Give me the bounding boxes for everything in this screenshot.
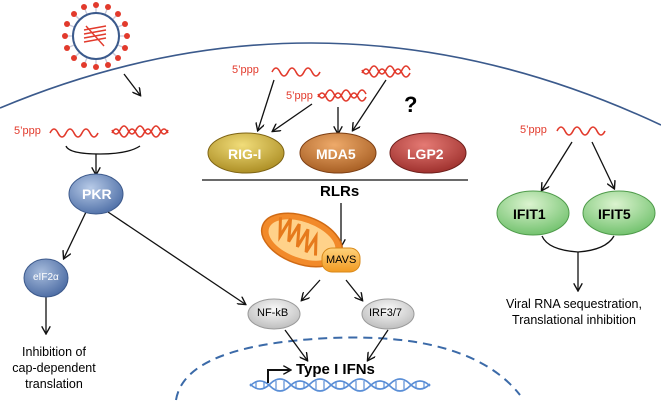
mitochondrion-icon [260, 212, 344, 268]
arrow-ss-ifit1 [542, 141, 573, 190]
cell-membrane [0, 42, 661, 126]
irf37-node [361, 298, 415, 330]
arrow-ds-rigi [273, 103, 313, 131]
ssrna-left [49, 128, 99, 138]
five-ppp-label-rlr-top: 5’ppp [232, 64, 259, 76]
ifit-output-bracket [541, 235, 615, 253]
dsrna-left-b [111, 125, 169, 135]
dsrna-rlr-right-b [361, 65, 411, 75]
pkr-node [68, 173, 124, 215]
inhibition-text: Inhibition of cap-dependent translation [2, 344, 106, 392]
dna-icon [249, 378, 431, 392]
nfkb-label: NF-kB [257, 307, 289, 319]
ifit5-node [582, 190, 656, 236]
arrow-ds-right-mda5 [353, 79, 387, 130]
rig-i-label: RIG-I [228, 146, 262, 162]
nuclear-membrane [175, 336, 521, 401]
dsrna-rlr-mid-a [317, 92, 367, 102]
viral-outcome-text: Viral RNA sequestration, Translational i… [492, 296, 656, 328]
inhibition-line-2: cap-dependent [12, 361, 96, 375]
virus-icon [62, 2, 130, 70]
arrow-ss-ifit5 [591, 141, 614, 188]
arrow-pkr-eif2a [64, 211, 87, 258]
rlrs-label: RLRs [320, 183, 360, 200]
ifit1-node [496, 190, 570, 236]
transcription-start-arrow [267, 370, 290, 383]
pkr-input-bracket [65, 145, 141, 155]
five-ppp-label-left: 5’ppp [14, 125, 41, 137]
eif2a-node [23, 258, 69, 298]
ssrna-ifit [556, 126, 606, 136]
dsrna-rlr-mid-b [317, 89, 367, 99]
ifit5-label: IFIT5 [598, 206, 631, 222]
ifit1-label: IFIT1 [513, 206, 546, 222]
arrow-virus-entry [123, 73, 140, 95]
mavs-node [321, 247, 361, 273]
arrow-ss-rigi [258, 79, 275, 130]
mda5-node [299, 132, 377, 174]
dsrna-left-a [111, 128, 169, 138]
lgp2-label: LGP2 [407, 146, 444, 162]
arrow-nfkb-ifn [284, 329, 307, 360]
five-ppp-label-ifit: 5’ppp [520, 124, 547, 136]
lgp2-question-mark: ? [404, 92, 418, 117]
arrow-mavs-nfkb [302, 279, 321, 300]
dsrna-rlr-right-a [361, 68, 411, 78]
viral-line-1: Viral RNA sequestration, [506, 297, 642, 311]
eif2a-label: eIF2α [33, 272, 59, 283]
pkr-label: PKR [82, 186, 112, 202]
ssrna-rlr-top [271, 67, 321, 77]
inhibition-line-1: Inhibition of [22, 345, 86, 359]
irf37-label: IRF3/7 [369, 307, 403, 319]
mavs-label: MAVS [326, 254, 357, 266]
type1-ifns-label: Type I IFNs [296, 361, 375, 378]
five-ppp-label-rlr-mid: 5’ppp [286, 90, 313, 102]
lgp2-node [389, 132, 467, 174]
inhibition-line-3: translation [25, 377, 83, 391]
arrow-irf-ifn [368, 329, 389, 360]
rig-i-node [207, 132, 285, 174]
viral-line-2: Translational inhibition [512, 313, 636, 327]
arrow-pkr-nfkb [107, 211, 245, 304]
arrow-mavs-irf [345, 279, 362, 300]
nfkb-node [247, 298, 301, 330]
mda5-label: MDA5 [316, 146, 356, 162]
rna-strands [49, 65, 606, 138]
